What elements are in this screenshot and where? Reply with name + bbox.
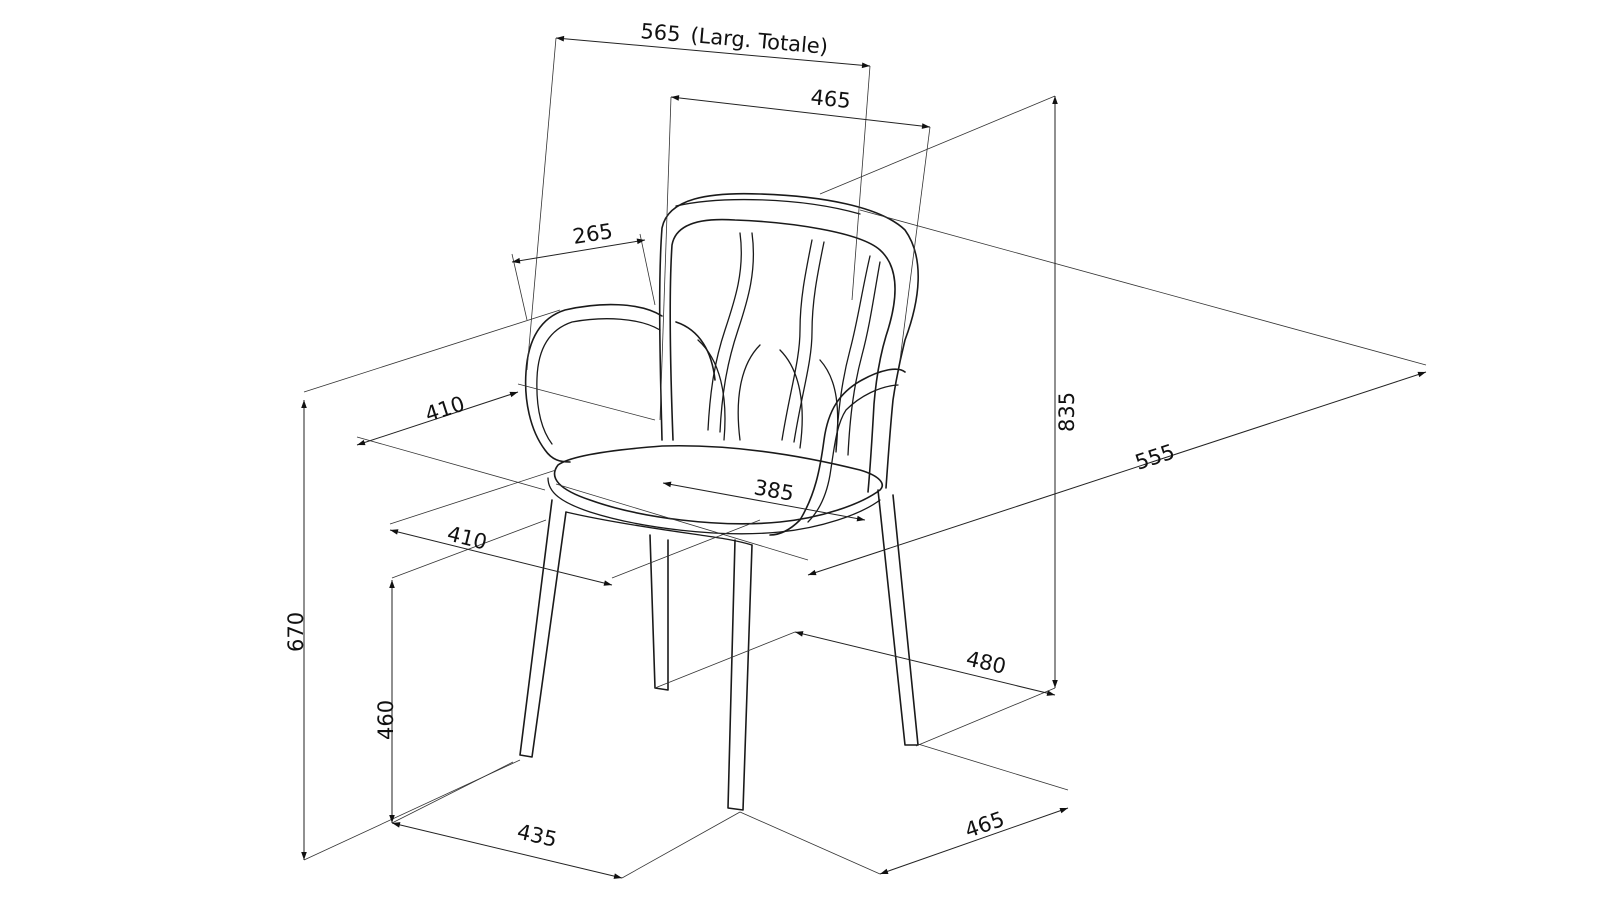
leg-back-right <box>877 489 919 746</box>
armrest-left-front <box>675 321 716 381</box>
back-slat <box>707 232 742 431</box>
dim-line-total-width <box>555 35 871 69</box>
label-total-width: 565 <box>640 19 682 46</box>
label-armrest-height: 670 <box>284 612 308 652</box>
label-footprint-front: 465 <box>962 807 1008 843</box>
leg-bracket <box>565 511 753 546</box>
label-seat-depth-lower: 410 <box>445 522 490 555</box>
dim-line-total-depth <box>807 371 1427 576</box>
back-slat <box>793 241 825 443</box>
backrest-top-rim <box>675 198 861 215</box>
label-total-depth: 555 <box>1132 440 1178 475</box>
label-armrest-depth: 265 <box>571 219 614 249</box>
label-total-height: 835 <box>1055 392 1079 432</box>
leg-back-left <box>649 534 669 691</box>
label-total-width-note: (Larg. Totale) <box>690 23 829 59</box>
back-slat <box>719 232 755 433</box>
label-footprint-width: 435 <box>515 819 559 851</box>
back-slat-curve <box>737 344 761 441</box>
dimension-lines <box>301 35 1427 879</box>
label-back-width: 465 <box>809 85 851 113</box>
back-slat-curve <box>697 339 726 441</box>
dim-line-seat-depth-lower <box>389 529 613 586</box>
seat-edge <box>547 477 881 535</box>
extension-lines <box>303 37 1427 879</box>
chair-outline <box>519 192 919 811</box>
label-seat-depth-upper: 410 <box>422 392 468 427</box>
armrest-left-inner <box>536 318 661 445</box>
leg-front-right <box>727 539 753 811</box>
label-seat-width: 385 <box>752 475 796 506</box>
armrest-left <box>524 303 663 463</box>
back-slat <box>781 239 813 441</box>
dim-line-seat-depth-upper <box>356 391 519 446</box>
back-slat-curve <box>779 349 803 449</box>
dim-line-back-width <box>670 95 931 129</box>
leg-front-left <box>519 499 567 758</box>
label-seat-height: 460 <box>374 700 398 740</box>
dim-line-footprint-side <box>794 631 1056 696</box>
dim-line-armrest-depth <box>511 238 646 264</box>
dim-line-footprint-front <box>879 807 1069 875</box>
dim-line-footprint-width <box>391 822 623 879</box>
